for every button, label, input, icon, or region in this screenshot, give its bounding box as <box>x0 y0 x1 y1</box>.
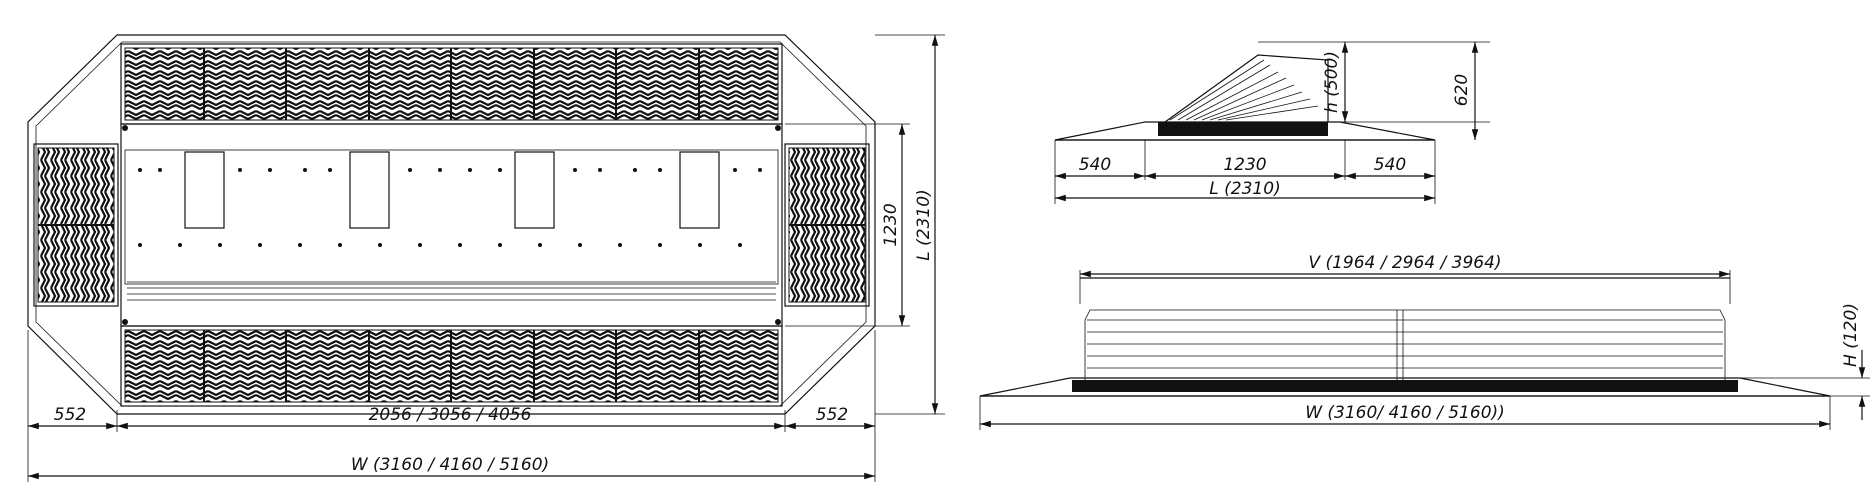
right-belt-frame <box>784 143 870 307</box>
roller-lines <box>127 281 776 301</box>
dim-inner-length: 2056 / 3056 / 4056 <box>369 405 532 425</box>
side-view: 540 1230 540 L (2310) h (500) 620 <box>1054 41 1490 204</box>
front-base-block <box>1072 380 1738 392</box>
front-dome <box>1084 309 1726 384</box>
dim-h-height: H (120) <box>1841 303 1861 367</box>
dim-overall-length: L (2310) <box>914 189 934 260</box>
dim-left-offset: 552 <box>54 405 86 425</box>
side-lifted-panel <box>1164 54 1329 123</box>
side-fold-lines <box>1169 59 1319 121</box>
left-belt-frame <box>33 143 119 307</box>
bolt-holes <box>122 125 781 325</box>
side-base-block <box>1158 122 1328 136</box>
center-plates <box>184 151 720 229</box>
dim-right-offset: 552 <box>816 405 848 425</box>
dim-left-ramp: 540 <box>1079 155 1111 175</box>
dim-right-ramp: 540 <box>1374 155 1406 175</box>
center-section <box>120 123 783 327</box>
dim-height-h: h (500) <box>1322 51 1342 113</box>
dim-w-width: W (3160/ 4160 / 5160)) <box>1305 403 1505 423</box>
dim-inner-height: 1230 <box>881 203 901 246</box>
front-view: V (1964 / 2964 / 3964) W (3160/ 4160 / 5… <box>979 253 1870 430</box>
dim-overall-width: W (3160 / 4160 / 5160) <box>351 455 549 475</box>
side-extension-lines <box>1054 41 1490 204</box>
dim-center: 1230 <box>1223 155 1266 175</box>
plan-view: 552 2056 / 3056 / 4056 552 W (3160 / 416… <box>27 34 945 482</box>
dim-v-width: V (1964 / 2964 / 3964) <box>1308 253 1501 273</box>
dim-side-length: L (2310) <box>1209 179 1280 199</box>
dim-height-total: 620 <box>1452 74 1472 106</box>
front-fold-lines <box>1087 310 1723 384</box>
belt-dividers <box>203 48 700 402</box>
